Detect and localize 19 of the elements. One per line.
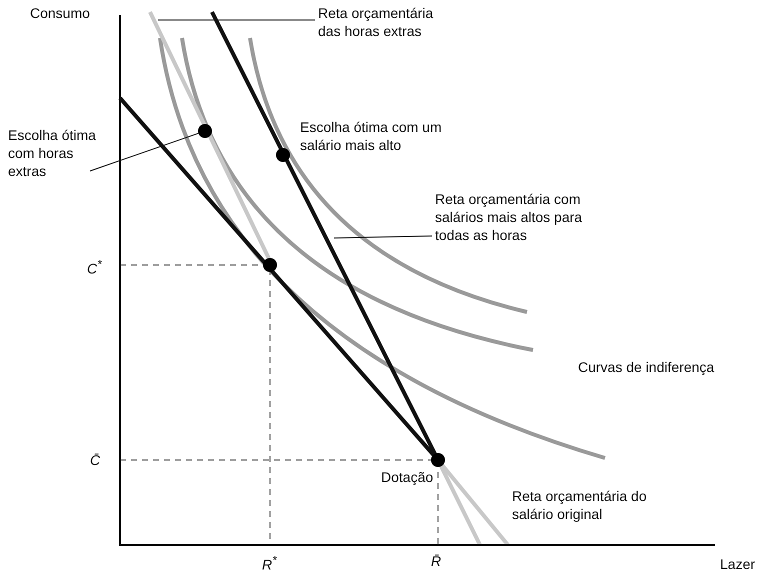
axis-tick-label: C̄ <box>90 451 100 469</box>
axis-tick-label: R̄ <box>431 552 442 570</box>
callout-text: Reta orçamentária das horas extras <box>318 4 458 40</box>
point-marker <box>276 148 290 162</box>
leader-line <box>90 132 199 172</box>
point-marker <box>198 124 212 138</box>
point-marker <box>263 258 277 272</box>
callout-text: Escolha ótima com horas extras <box>8 126 96 180</box>
axis-label: Consumo <box>30 4 90 22</box>
axis-label: Lazer <box>720 555 756 573</box>
callout-text: Reta orçamentária com salários mais altos para todas as horas <box>435 190 605 244</box>
callout-text: Curvas de indiferença <box>578 358 714 376</box>
callout-text: Escolha ótima com um salário mais alto <box>300 118 443 154</box>
axis-tick-label: R$^{*}$ <box>262 553 277 574</box>
leader-line <box>334 236 432 238</box>
axis-tick-label: C$^{*}$ <box>87 257 102 278</box>
callout-text: Reta orçamentária do salário original <box>512 487 648 523</box>
point-marker <box>431 453 445 467</box>
callout-text: Dotação <box>381 468 434 486</box>
